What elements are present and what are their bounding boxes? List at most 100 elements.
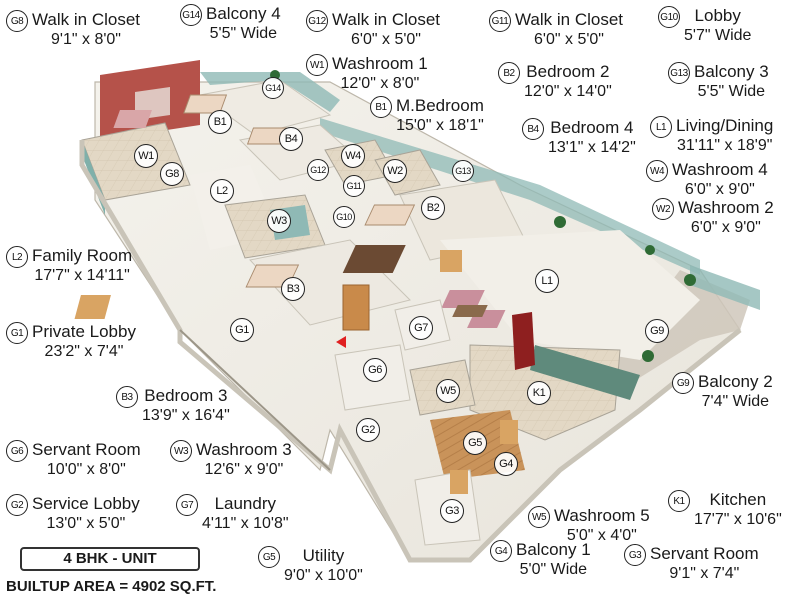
legend-badge: B1 xyxy=(370,96,392,118)
legend-room-name: Balcony 1 xyxy=(516,540,591,559)
marker-g2: G2 xyxy=(356,418,380,442)
legend-room-dims: 9'1" x 8'0" xyxy=(51,31,121,48)
living-dining-floor xyxy=(440,230,700,360)
marker-w1: W1 xyxy=(134,144,158,168)
legend-badge: K1 xyxy=(668,490,690,512)
legend-room-dims: 12'0" x 8'0" xyxy=(340,75,420,92)
legend-room-dims: 9'1" x 7'4" xyxy=(669,565,740,582)
marker-l1: L1 xyxy=(535,269,559,293)
legend-room-dims: 17'7" x 14'11" xyxy=(34,267,130,284)
legend-room-dims: 23'2" x 7'4" xyxy=(44,343,124,360)
legend-badge: G9 xyxy=(672,372,694,394)
legend-room-name: Private Lobby xyxy=(32,322,136,341)
legend-badge: W1 xyxy=(306,54,328,76)
legend-w1: W1 Washroom 1 12'0" x 8'0" xyxy=(306,54,428,94)
legend-room-name: Family Room xyxy=(32,246,133,265)
marker-w4: W4 xyxy=(341,144,365,168)
legend-room-dims: 7'4" Wide xyxy=(701,393,770,410)
balcony-g14 xyxy=(200,72,340,112)
marker-b2: B2 xyxy=(421,196,445,220)
marker-g7: G7 xyxy=(409,316,433,340)
legend-room-dims: 10'0" x 8'0" xyxy=(46,461,126,478)
marker-g6: G6 xyxy=(363,358,387,382)
legend-room-name: Washroom 3 xyxy=(196,440,292,459)
outer-walls xyxy=(79,140,742,563)
legend-g2: G2 Service Lobby 13'0" x 5'0" xyxy=(6,494,140,534)
legend-room-name: Kitchen xyxy=(709,490,767,509)
legend-room-name: Living/Dining xyxy=(676,116,774,135)
legend-room-name: Balcony 4 xyxy=(206,4,281,23)
legend-room-dims: 13'0" x 5'0" xyxy=(46,515,126,532)
legend-badge: G8 xyxy=(6,10,28,32)
legend-room-name: Lobby xyxy=(694,6,741,25)
legend-room-dims: 5'7" Wide xyxy=(684,27,752,44)
legend-g4: G4 Balcony 1 5'0" Wide xyxy=(490,540,591,580)
legend-g6: G6 Servant Room 10'0" x 8'0" xyxy=(6,440,141,480)
kitchen-counter xyxy=(530,345,640,400)
marker-w3: W3 xyxy=(267,209,291,233)
legend-room-name: Balcony 2 xyxy=(698,372,773,391)
legend-badge: W4 xyxy=(646,160,668,182)
legend-badge: G12 xyxy=(306,10,328,32)
legend-room-dims: 9'0" x 10'0" xyxy=(284,567,363,584)
master-bedroom-floor xyxy=(198,79,332,136)
legend-badge: W2 xyxy=(652,198,674,220)
legend-room-dims: 4'11" x 10'8" xyxy=(202,515,289,532)
legend-room-name: Bedroom 4 xyxy=(550,118,634,137)
legend-room-dims: 5'5" Wide xyxy=(209,25,278,42)
marker-g4: G4 xyxy=(494,452,518,476)
legend-room-dims: 5'0" Wide xyxy=(519,561,588,578)
legend-badge: W5 xyxy=(528,506,550,528)
marker-g3: G3 xyxy=(440,499,464,523)
legend-room-name: Utility xyxy=(302,546,345,565)
legend-room-name: Service Lobby xyxy=(32,494,140,513)
legend-l2: L2 Family Room 17'7" x 14'11" xyxy=(6,246,132,286)
unit-title: 4 BHK - UNIT xyxy=(20,547,200,571)
legend-room-dims: 12'0" x 14'0" xyxy=(524,83,612,100)
legend-badge: G13 xyxy=(668,62,690,84)
legend-room-name: Washroom 2 xyxy=(678,198,774,217)
legend-room-dims: 6'0" x 5'0" xyxy=(351,31,421,48)
legend-g1: G1 Private Lobby 23'2" x 7'4" xyxy=(6,322,136,362)
marker-g9: G9 xyxy=(645,319,669,343)
legend-badge: L2 xyxy=(6,246,28,268)
legend-room-name: Bedroom 2 xyxy=(526,62,610,81)
legend-badge: B4 xyxy=(522,118,544,140)
legend-room-name: Servant Room xyxy=(32,440,141,459)
legend-room-dims: 6'0" x 5'0" xyxy=(534,31,604,48)
marker-w2: W2 xyxy=(383,159,407,183)
legend-room-name: Washroom 1 xyxy=(332,54,428,73)
marker-g1: G1 xyxy=(230,318,254,342)
legend-badge: G6 xyxy=(6,440,28,462)
legend-badge: G11 xyxy=(489,10,511,32)
legend-room-name: Walk in Closet xyxy=(32,10,141,29)
legend-room-dims: 5'5" Wide xyxy=(697,83,766,100)
legend-g8: G8 Walk in Closet 9'1" x 8'0" xyxy=(6,10,140,50)
marker-b4: B4 xyxy=(279,127,303,151)
entry-arrow xyxy=(336,336,346,348)
marker-k1: K1 xyxy=(527,381,551,405)
marker-b1: B1 xyxy=(208,110,232,134)
marker-g8: G8 xyxy=(160,162,184,186)
legend-room-name: Washroom 4 xyxy=(672,160,768,179)
marker-l2: L2 xyxy=(210,179,234,203)
legend-room-dims: 31'11" x 18'9" xyxy=(676,137,773,154)
legend-badge: G2 xyxy=(6,494,28,516)
marker-g10: G10 xyxy=(333,206,355,228)
legend-badge: G4 xyxy=(490,540,512,562)
legend-badge: G1 xyxy=(6,322,28,344)
legend-badge: G3 xyxy=(624,544,646,566)
